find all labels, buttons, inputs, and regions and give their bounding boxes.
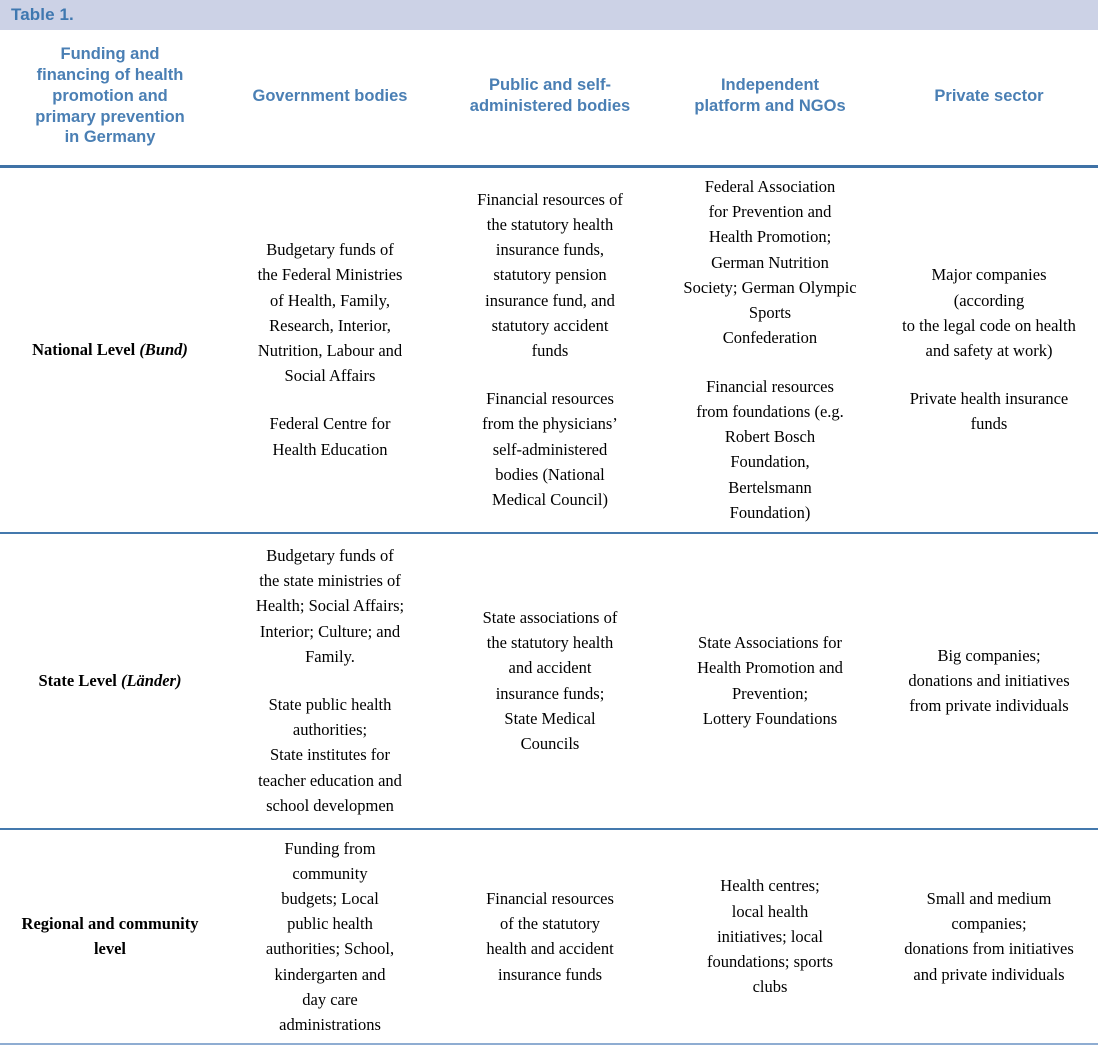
row-label-term: (Länder) bbox=[120, 670, 182, 690]
table-caption-band: Table 1. bbox=[0, 0, 1098, 30]
cell-paragraph: Financial resources of the statutory hea… bbox=[486, 888, 614, 984]
row-label-term: (Bund) bbox=[139, 339, 188, 359]
column-header-private-sector: Private sector bbox=[880, 30, 1098, 168]
column-header-public-self-administered-bodies: Public and self- administered bodies bbox=[440, 30, 660, 168]
cell-paragraph: Federal Association for Prevention and H… bbox=[683, 176, 857, 348]
cell-state-public-self-administered: State associations of the statutory heal… bbox=[440, 532, 660, 830]
data-table: Funding and financing of health promotio… bbox=[0, 30, 1098, 1045]
table-header-row: Funding and financing of health promotio… bbox=[0, 30, 1098, 168]
table-header: Funding and financing of health promotio… bbox=[0, 30, 1098, 168]
cell-state-private-sector: Big companies; donations and initiatives… bbox=[880, 532, 1098, 830]
table-row: National Level (Bund) Budgetary funds of… bbox=[0, 166, 1098, 534]
cell-paragraph: Financial resources from foundations (e.… bbox=[696, 376, 844, 522]
cell-regional-independent-platform-ngos: Health centres; local health initiatives… bbox=[660, 828, 880, 1045]
column-header-row-label: Funding and financing of health promotio… bbox=[0, 30, 220, 168]
cell-national-government-bodies: Budgetary funds of the Federal Ministrie… bbox=[220, 166, 440, 534]
cell-paragraph: State associations of the statutory heal… bbox=[482, 607, 618, 753]
column-header-independent-platform-ngos: Independent platform and NGOs bbox=[660, 30, 880, 168]
cell-regional-government-bodies: Funding from community budgets; Local pu… bbox=[220, 828, 440, 1045]
cell-paragraph: State Associations for Health Promotion … bbox=[697, 633, 843, 728]
row-label-text: Regional and community level bbox=[21, 914, 199, 959]
table-caption-label: Table 1. bbox=[11, 5, 74, 24]
row-label-national-level: National Level (Bund) bbox=[0, 166, 220, 534]
cell-paragraph: Budgetary funds of the Federal Ministrie… bbox=[257, 240, 403, 386]
cell-paragraph: Budgetary funds of the state ministries … bbox=[255, 545, 405, 666]
cell-paragraph: Major companies (according to the legal … bbox=[902, 265, 1076, 360]
cell-national-public-self-administered: Financial resources of the statutory hea… bbox=[440, 166, 660, 534]
cell-national-independent-platform-ngos: Federal Association for Prevention and H… bbox=[660, 166, 880, 534]
row-label-regional-community-level: Regional and community level bbox=[0, 828, 220, 1045]
column-header-government-bodies: Government bodies bbox=[220, 30, 440, 168]
cell-paragraph: Federal Centre for Health Education bbox=[269, 414, 391, 459]
row-label-text: National Level bbox=[32, 339, 140, 359]
table-body: National Level (Bund) Budgetary funds of… bbox=[0, 166, 1098, 1045]
row-label-text: State Level bbox=[38, 670, 121, 690]
row-label-state-level: State Level (Länder) bbox=[0, 532, 220, 830]
cell-paragraph: Funding from community budgets; Local pu… bbox=[265, 838, 395, 1035]
cell-national-private-sector: Major companies (according to the legal … bbox=[880, 166, 1098, 534]
cell-paragraph: Financial resources of the statutory hea… bbox=[477, 189, 623, 360]
table-row: State Level (Länder) Budgetary funds of … bbox=[0, 532, 1098, 830]
cell-regional-private-sector: Small and medium companies; donations fr… bbox=[880, 828, 1098, 1045]
cell-paragraph: Private health insurance funds bbox=[909, 389, 1069, 434]
cell-paragraph: Big companies; donations and initiatives… bbox=[908, 645, 1070, 716]
cell-state-independent-platform-ngos: State Associations for Health Promotion … bbox=[660, 532, 880, 830]
cell-paragraph: State public health authorities; State i… bbox=[258, 695, 402, 815]
table-row: Regional and community level Funding fro… bbox=[0, 828, 1098, 1045]
cell-regional-public-self-administered: Financial resources of the statutory hea… bbox=[440, 828, 660, 1045]
cell-paragraph: Small and medium companies; donations fr… bbox=[904, 888, 1074, 984]
cell-paragraph: Financial resources from the physicians’… bbox=[482, 389, 618, 510]
cell-paragraph: Health centres; local health initiatives… bbox=[706, 876, 834, 997]
cell-state-government-bodies: Budgetary funds of the state ministries … bbox=[220, 532, 440, 830]
